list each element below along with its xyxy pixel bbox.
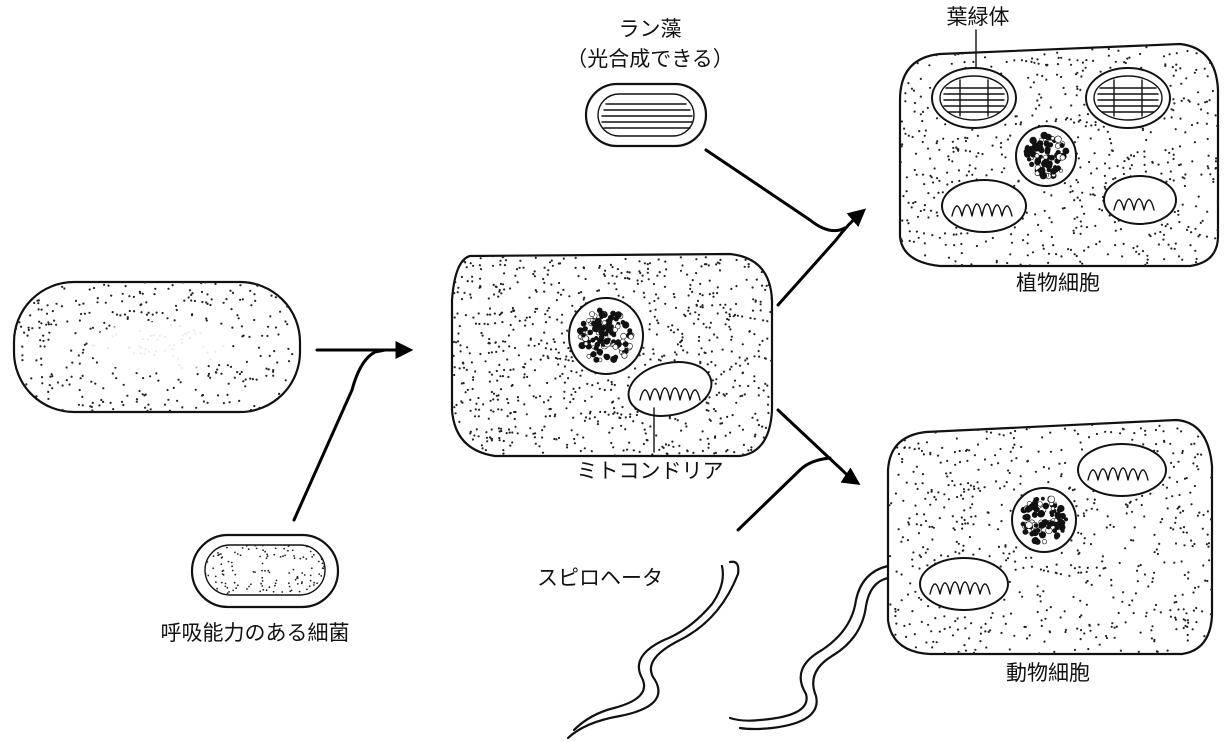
nucleus [569, 298, 643, 374]
cyanobacteria-label: ラン藻 [619, 17, 682, 41]
respiring-bacterium [192, 535, 338, 607]
spirochete-label: スピロヘータ [537, 566, 663, 590]
merge-arrow-1 [294, 350, 408, 520]
mitochondrion [1104, 176, 1176, 224]
mitochondrion [920, 558, 1008, 610]
chloroplast-label: 葉緑体 [947, 5, 1010, 29]
merge-arrow-3 [738, 410, 856, 530]
mitochondrion [1078, 444, 1166, 496]
animal-cell-label: 動物細胞 [1006, 661, 1090, 685]
cyanobacteria-sublabel: （光合成できる） [566, 47, 734, 71]
flagellum [730, 566, 888, 729]
merge-arrow-2 [706, 150, 862, 305]
mitochondrion [942, 180, 1026, 232]
plant-cell-label: 植物細胞 [1016, 271, 1100, 295]
chloroplast [1086, 68, 1170, 128]
host-cell [13, 281, 300, 413]
mitochondria-label: ミトコンドリア [577, 459, 724, 483]
animal-cell [730, 419, 1213, 729]
nucleus [1016, 126, 1076, 186]
respiring-bacterium-label: 呼吸能力のある細菌 [161, 621, 350, 645]
plant-cell [900, 43, 1219, 267]
cyanobacterium [586, 84, 706, 146]
intermediate-cell [451, 253, 773, 457]
chloroplast [932, 68, 1016, 128]
nucleus [1012, 488, 1076, 552]
